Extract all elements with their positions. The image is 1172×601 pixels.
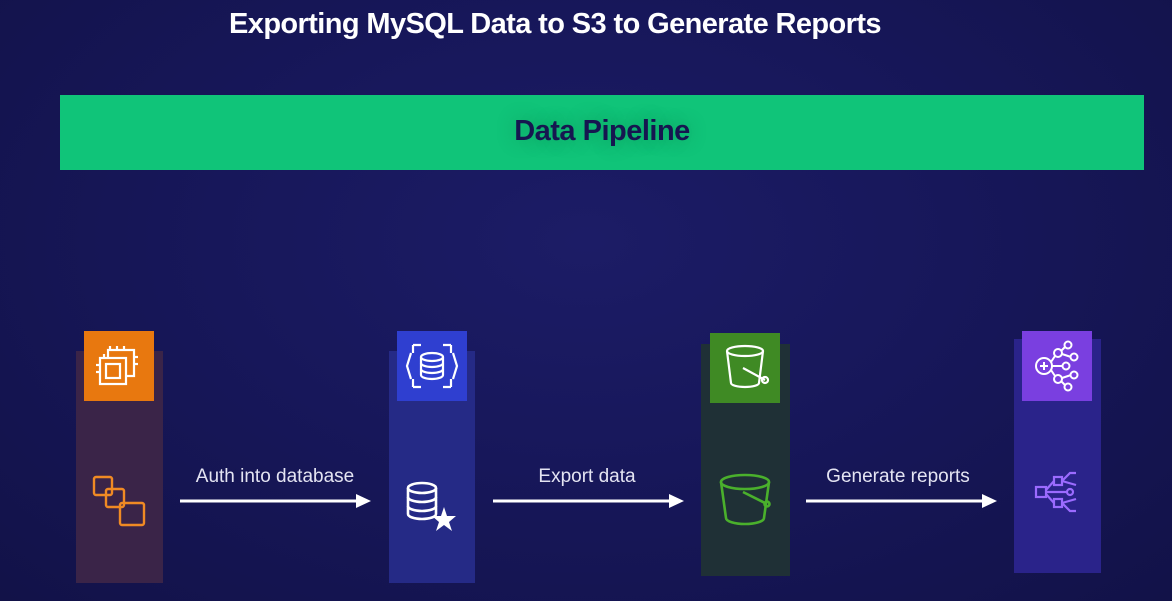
s3-icon xyxy=(710,333,780,403)
pipeline-flow-icon xyxy=(1022,457,1092,527)
arrow-s3-to-pipeline xyxy=(806,494,997,508)
arrow-rds-to-s3 xyxy=(493,494,684,508)
arrow-label-export: Export data xyxy=(538,466,636,487)
database-star-icon xyxy=(397,475,467,545)
banner-label: Data Pipeline xyxy=(514,115,690,147)
rds-icon xyxy=(397,331,467,401)
arrow-ec2-to-rds xyxy=(180,494,371,508)
data-pipeline-icon xyxy=(1022,331,1092,401)
data-pipeline-banner: Data Pipeline xyxy=(60,95,1144,170)
s3-bucket-icon xyxy=(710,466,780,536)
ec2-icon xyxy=(84,331,154,401)
arrow-label-auth: Auth into database xyxy=(195,466,355,487)
page-title: Exporting MySQL Data to S3 to Generate R… xyxy=(229,8,881,40)
arrow-label-reports: Generate reports xyxy=(826,466,970,487)
ec2-instances-icon xyxy=(84,465,154,535)
